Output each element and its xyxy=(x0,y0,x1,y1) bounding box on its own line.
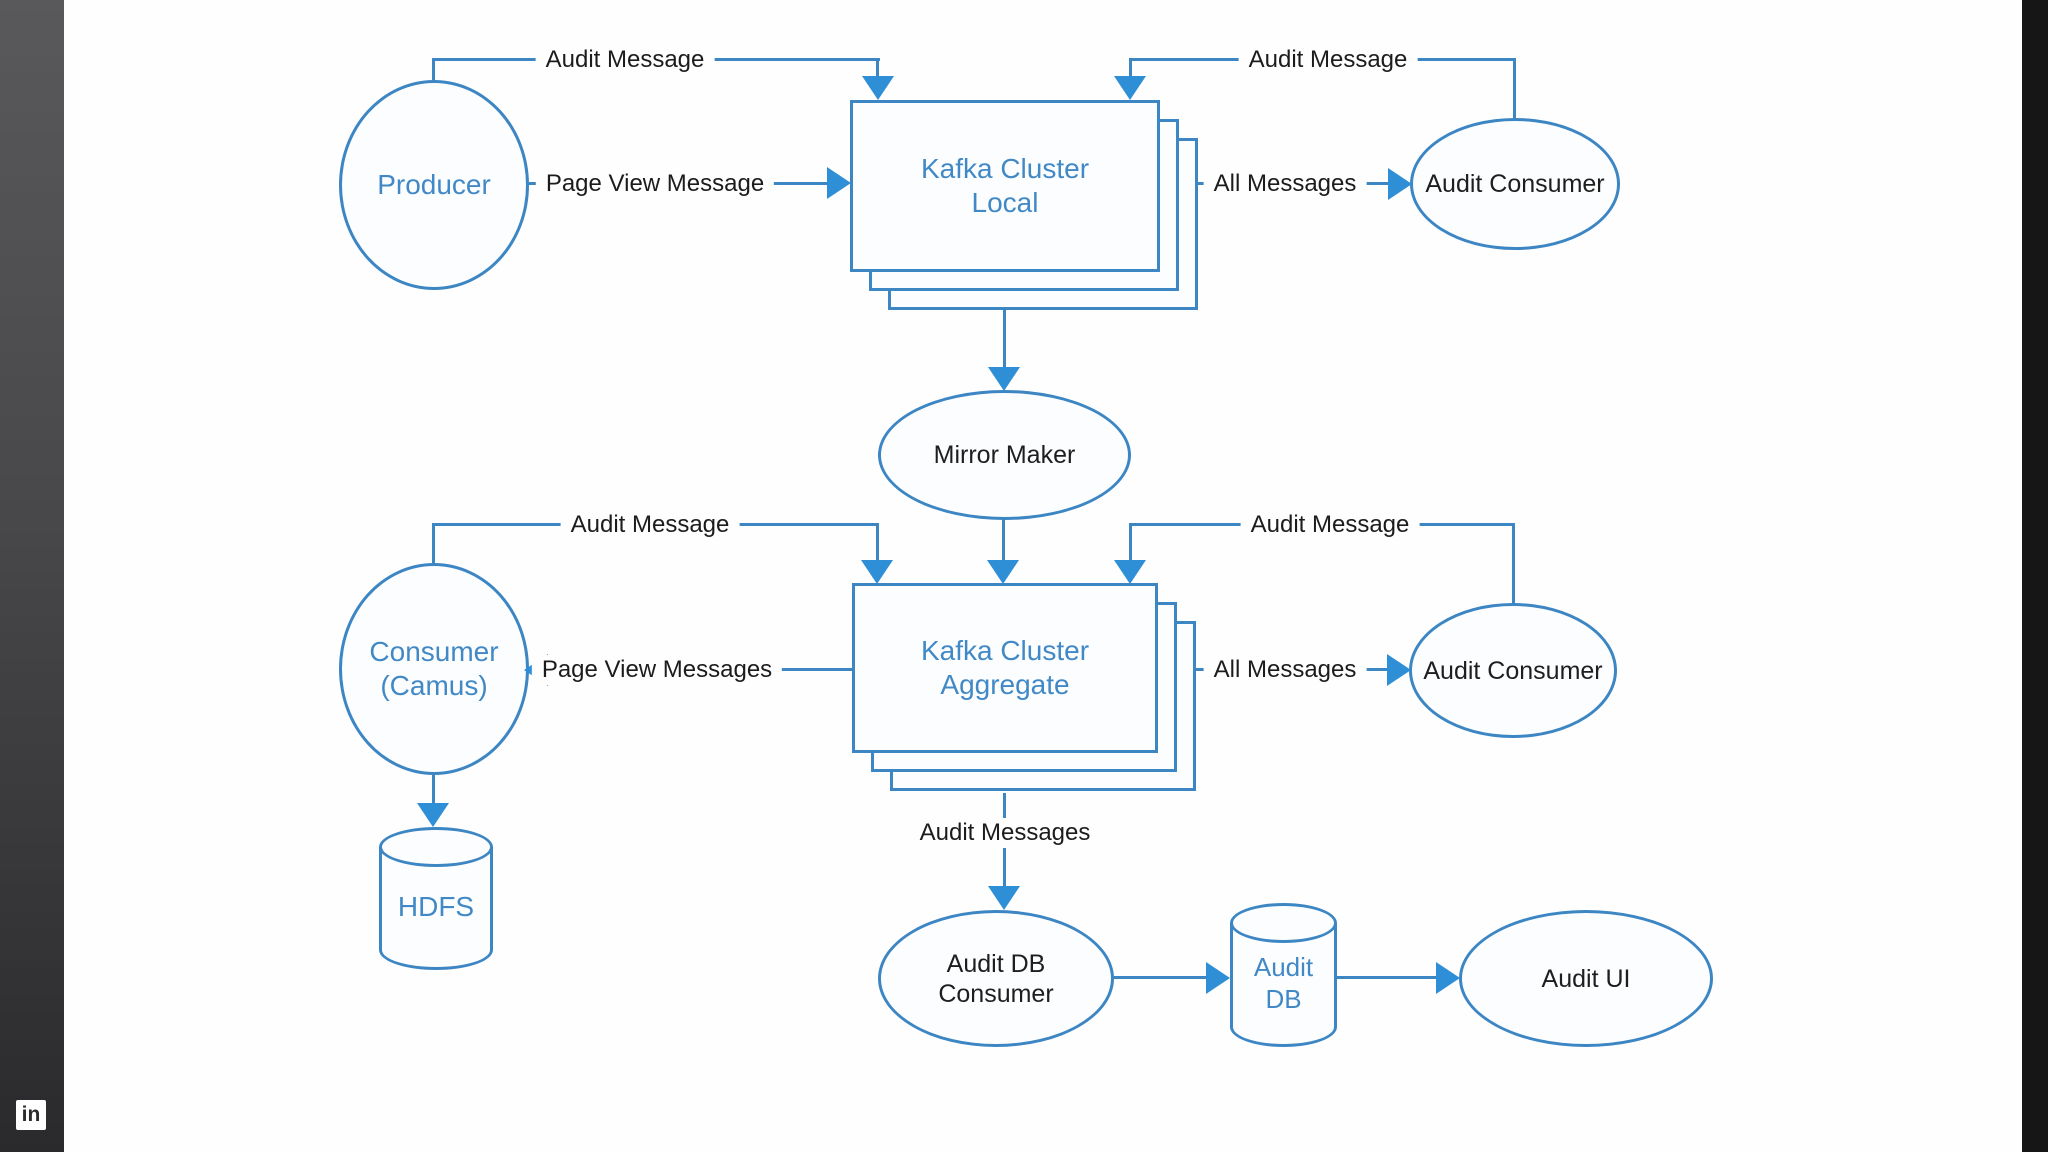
audit-db-consumer-label-line1: Audit DB xyxy=(946,949,1046,978)
edge-camus-to-hdfs xyxy=(432,775,435,805)
linkedin-logo-icon: in xyxy=(16,1100,46,1130)
node-audit-consumer-mid: Audit Consumer xyxy=(1409,603,1617,738)
node-audit-db-cylinder: Audit DB xyxy=(1230,903,1337,1047)
edge-dbconsumer-to-db xyxy=(1113,976,1208,979)
arrowhead-right-icon xyxy=(1206,962,1230,994)
arrowhead-down-icon xyxy=(417,803,449,827)
edge-db-to-ui xyxy=(1337,976,1437,979)
edge-local-to-mirrormaker xyxy=(1003,310,1006,368)
kafka-local-label-line2: Local xyxy=(971,187,1039,218)
edge-audit-mid-left-v1 xyxy=(432,523,435,565)
edge-label-page-view-messages: Page View Messages xyxy=(531,655,783,685)
edge-audit-mid-left-v2 xyxy=(876,523,879,561)
arrowhead-right-icon xyxy=(1387,654,1411,686)
arrowhead-right-icon xyxy=(1388,168,1412,200)
arrowhead-down-icon xyxy=(1114,76,1146,100)
edge-audit-mid-right-v2 xyxy=(1129,523,1132,561)
arrowhead-down-icon xyxy=(862,76,894,100)
edge-mirrormaker-to-aggregate xyxy=(1002,519,1005,561)
right-dark-edge xyxy=(2022,0,2048,1152)
node-audit-db-consumer: Audit DB Consumer xyxy=(878,910,1114,1047)
arrowhead-down-icon xyxy=(987,560,1019,584)
arrowhead-down-icon xyxy=(988,367,1020,391)
edge-label-audit-message-mid-right: Audit Message xyxy=(1240,510,1420,540)
kafka-aggregate-label-line2: Aggregate xyxy=(940,669,1070,700)
audit-consumer-top-label: Audit Consumer xyxy=(1425,170,1605,198)
audit-db-label-line1: Audit xyxy=(1253,952,1314,983)
audit-db-cylinder-top xyxy=(1230,903,1337,943)
left-dark-sidebar: in xyxy=(0,0,64,1152)
mirror-maker-label: Mirror Maker xyxy=(933,441,1076,469)
edge-label-all-messages-mid: All Messages xyxy=(1203,655,1367,685)
node-kafka-cluster-aggregate: Kafka Cluster Aggregate xyxy=(852,583,1158,753)
node-producer: Producer xyxy=(339,80,529,290)
consumer-camus-label-line1: Consumer xyxy=(369,636,499,668)
arrowhead-right-icon xyxy=(827,167,851,199)
edge-label-audit-message-top-right: Audit Message xyxy=(1238,45,1418,75)
kafka-local-label-line1: Kafka Cluster xyxy=(920,153,1090,185)
edge-label-all-messages-top: All Messages xyxy=(1203,169,1367,199)
consumer-camus-label-line2: (Camus) xyxy=(380,670,488,701)
node-audit-consumer-top: Audit Consumer xyxy=(1410,118,1620,250)
edge-label-audit-messages-bottom: Audit Messages xyxy=(909,818,1101,848)
hdfs-cylinder-top xyxy=(379,827,493,867)
audit-db-cylinder-body: Audit DB xyxy=(1230,923,1337,1047)
edge-audit-top-right-v1 xyxy=(1513,58,1516,120)
arrowhead-down-icon xyxy=(861,560,893,584)
edge-audit-top-left-v1 xyxy=(432,58,435,80)
producer-label: Producer xyxy=(377,169,491,201)
node-kafka-cluster-local: Kafka Cluster Local xyxy=(850,100,1160,272)
arrowhead-down-icon xyxy=(988,886,1020,910)
audit-db-consumer-label-line2: Consumer xyxy=(938,979,1054,1008)
edge-label-audit-message-mid-left: Audit Message xyxy=(560,510,740,540)
arrowhead-right-icon xyxy=(1436,962,1460,994)
hdfs-label: HDFS xyxy=(397,891,475,923)
edge-label-page-view-message: Page View Message xyxy=(535,169,775,199)
audit-consumer-mid-label: Audit Consumer xyxy=(1423,656,1603,685)
node-mirror-maker: Mirror Maker xyxy=(878,390,1131,520)
node-consumer-camus: Consumer (Camus) xyxy=(339,563,529,775)
audit-db-label-line2: DB xyxy=(1265,983,1302,1014)
node-hdfs-cylinder: HDFS xyxy=(379,827,493,970)
edge-audit-top-right-v2 xyxy=(1129,58,1132,78)
arrowhead-down-icon xyxy=(1114,560,1146,584)
edge-audit-mid-right-v1 xyxy=(1512,523,1515,605)
kafka-aggregate-label-line1: Kafka Cluster xyxy=(920,635,1090,667)
node-audit-ui: Audit UI xyxy=(1459,910,1713,1047)
audit-ui-label: Audit UI xyxy=(1541,964,1631,993)
edge-label-audit-message-top-left: Audit Message xyxy=(535,45,715,75)
edge-audit-top-left-v2 xyxy=(876,58,879,78)
hdfs-cylinder-body: HDFS xyxy=(379,847,493,970)
